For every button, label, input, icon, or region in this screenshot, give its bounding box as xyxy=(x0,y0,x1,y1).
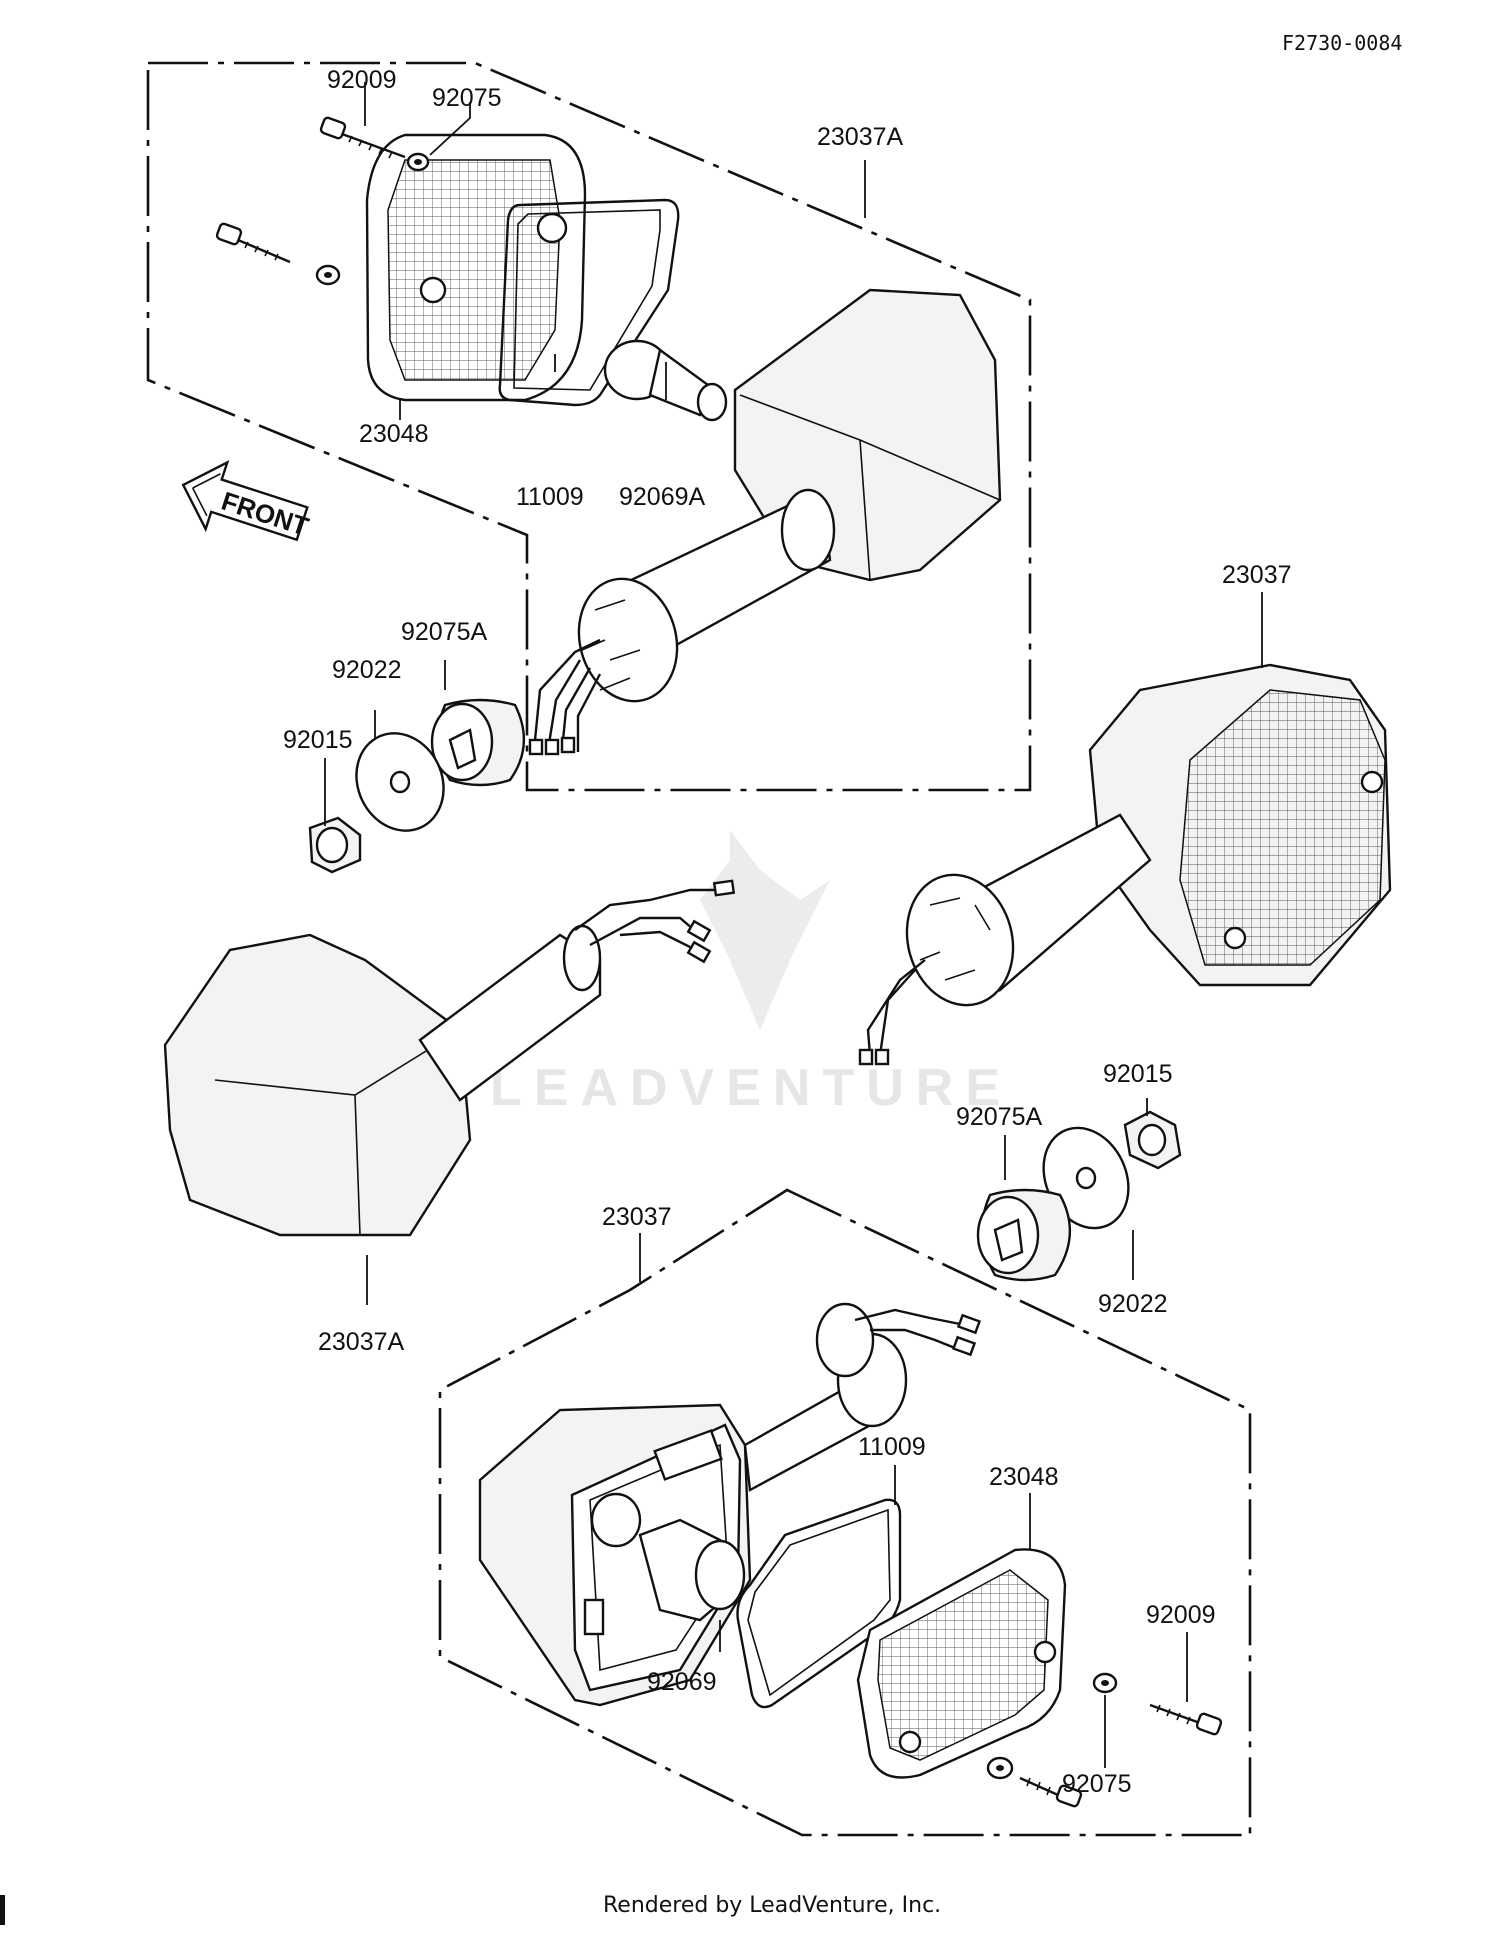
top-lens xyxy=(365,133,587,402)
footer-credit: Rendered by LeadVenture, Inc. xyxy=(603,1893,941,1918)
bottom-gasket-inner xyxy=(747,1508,891,1697)
margin-mark xyxy=(0,1895,5,1925)
label-top-23048: 23048 xyxy=(359,420,429,448)
label-left-92022: 92022 xyxy=(332,656,402,684)
top-gasket xyxy=(498,198,680,407)
leader-lines xyxy=(324,82,1263,1768)
right-nut xyxy=(1123,1110,1182,1170)
bottom-group-boundary xyxy=(438,1188,1252,1837)
left-housing xyxy=(163,879,736,1237)
label-top-23037A: 23037A xyxy=(817,123,904,151)
label-left-23037A: 23037A xyxy=(318,1328,405,1356)
watermark-text: LEADVENTURE xyxy=(490,1059,1012,1117)
label-bottom-92009: 92009 xyxy=(1146,1601,1216,1629)
label-right-92022: 92022 xyxy=(1098,1290,1168,1318)
right-grommet xyxy=(976,1188,1071,1282)
part-labels: 92009 92075 23037A 23048 11009 92069A 92… xyxy=(283,66,1292,1798)
bottom-lens xyxy=(856,1548,1067,1779)
top-screw-1 xyxy=(319,116,406,159)
left-washer xyxy=(355,732,445,832)
top-washer-2 xyxy=(315,264,341,286)
label-top-92075: 92075 xyxy=(432,84,502,112)
label-top-11009: 11009 xyxy=(516,483,584,511)
diagram-code: F2730-0084 xyxy=(1282,31,1402,55)
top-bulb xyxy=(603,339,728,422)
bottom-bulb xyxy=(638,1518,746,1622)
label-top-92069A: 92069A xyxy=(619,483,706,511)
bottom-gasket xyxy=(736,1498,902,1709)
label-bottom-23037: 23037 xyxy=(602,1203,672,1231)
top-screw-2 xyxy=(215,222,291,264)
left-nut xyxy=(308,816,362,874)
top-washer-1 xyxy=(406,152,430,172)
right-housing xyxy=(858,663,1392,1066)
bottom-washer-2 xyxy=(986,1756,1014,1780)
label-left-92015: 92015 xyxy=(283,726,353,754)
label-right-92015: 92015 xyxy=(1103,1060,1173,1088)
label-right-23037: 23037 xyxy=(1222,561,1292,589)
top-housing xyxy=(528,288,1002,756)
label-bottom-11009: 11009 xyxy=(858,1433,926,1461)
bottom-screw-2 xyxy=(1019,1776,1083,1808)
label-bottom-92069: 92069 xyxy=(647,1668,717,1696)
label-bottom-92075: 92075 xyxy=(1062,1770,1132,1798)
label-top-92009: 92009 xyxy=(327,66,397,94)
top-group-boundary xyxy=(146,61,1032,792)
bottom-screw-1 xyxy=(1149,1703,1223,1736)
label-right-92075A: 92075A xyxy=(956,1103,1043,1131)
top-gasket-inner xyxy=(513,209,661,391)
left-grommet xyxy=(430,698,525,787)
label-left-92075A: 92075A xyxy=(401,618,488,646)
front-arrow: FRONT xyxy=(181,460,312,542)
label-bottom-23048: 23048 xyxy=(989,1463,1059,1491)
bottom-washer-1 xyxy=(1092,1672,1118,1694)
